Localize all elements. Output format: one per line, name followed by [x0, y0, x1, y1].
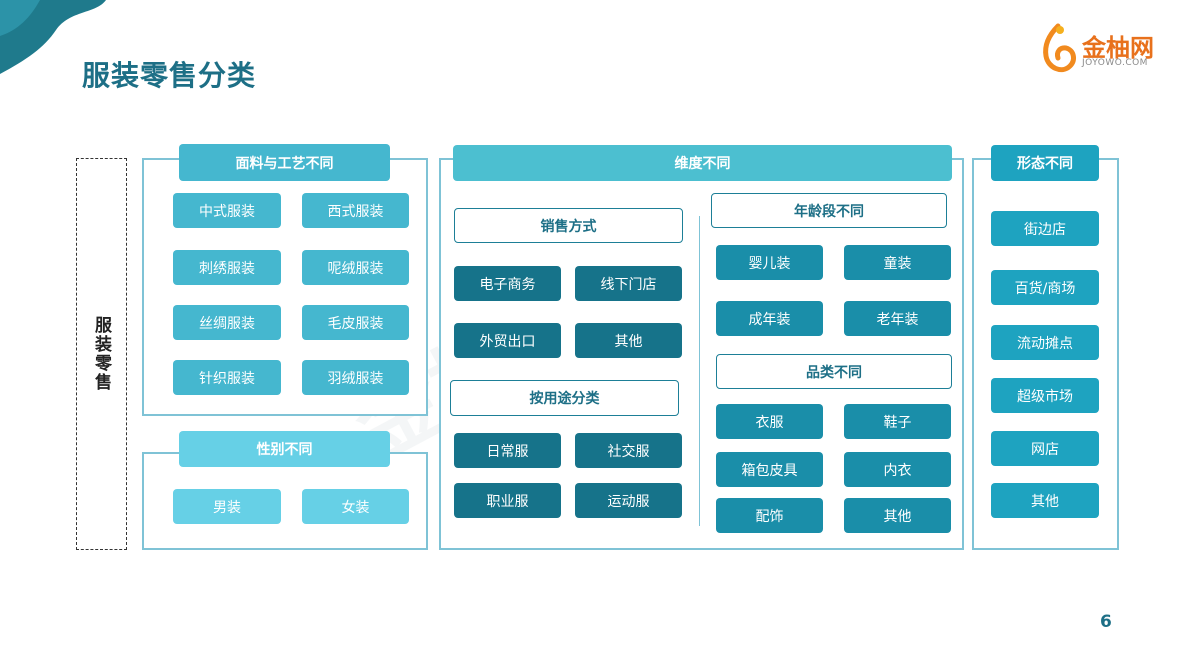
logo-mascot-icon	[1043, 23, 1076, 73]
usage-item: 职业服	[454, 483, 561, 518]
usage-item: 运动服	[575, 483, 682, 518]
fabric-item: 羽绒服装	[302, 360, 409, 395]
category-item: 鞋子	[844, 404, 951, 439]
category-item: 衣服	[716, 404, 823, 439]
fabric-item: 丝绸服装	[173, 305, 281, 340]
category-item: 配饰	[716, 498, 823, 533]
fabric-item: 中式服装	[173, 193, 281, 228]
age-heading: 年龄段不同	[711, 193, 947, 228]
form-item: 超级市场	[991, 378, 1099, 413]
gender-heading: 性别不同	[179, 431, 390, 467]
fabric-heading: 面料与工艺不同	[179, 144, 390, 181]
gender-item: 女装	[302, 489, 409, 524]
usage-item: 日常服	[454, 433, 561, 468]
category-item: 箱包皮具	[716, 452, 823, 487]
root-node: 服装零售	[76, 158, 127, 550]
sales-item: 电子商务	[454, 266, 561, 301]
fabric-item: 西式服装	[302, 193, 409, 228]
sales-item: 线下门店	[575, 266, 682, 301]
fabric-item: 针织服装	[173, 360, 281, 395]
fabric-item: 毛皮服装	[302, 305, 409, 340]
category-heading: 品类不同	[716, 354, 952, 389]
page-number: 6	[1100, 612, 1112, 632]
page-title: 服装零售分类	[82, 59, 257, 92]
form-item: 其他	[991, 483, 1099, 518]
form-heading: 形态不同	[991, 145, 1099, 181]
form-item: 街边店	[991, 211, 1099, 246]
logo-sub-text: JOYOWO.COM	[1082, 58, 1148, 68]
age-item: 老年装	[844, 301, 951, 336]
form-item: 网店	[991, 431, 1099, 466]
corner-decoration	[0, 0, 106, 74]
usage-item: 社交服	[575, 433, 682, 468]
dimension-heading: 维度不同	[453, 145, 952, 181]
age-item: 童装	[844, 245, 951, 280]
sales-heading: 销售方式	[454, 208, 683, 243]
brand-logo: 金柚网 JOYOWO.COM	[1040, 22, 1170, 78]
column-divider	[699, 216, 700, 526]
form-item: 百货/商场	[991, 270, 1099, 305]
category-item: 内衣	[844, 452, 951, 487]
fabric-item: 刺绣服装	[173, 250, 281, 285]
fabric-item: 呢绒服装	[302, 250, 409, 285]
logo-brand-text: 金柚网	[1082, 34, 1154, 62]
gender-item: 男装	[173, 489, 281, 524]
age-item: 成年装	[716, 301, 823, 336]
form-item: 流动摊点	[991, 325, 1099, 360]
age-item: 婴儿装	[716, 245, 823, 280]
sales-item: 其他	[575, 323, 682, 358]
sales-item: 外贸出口	[454, 323, 561, 358]
category-item: 其他	[844, 498, 951, 533]
root-label: 服装零售	[91, 316, 111, 392]
usage-heading: 按用途分类	[450, 380, 679, 416]
